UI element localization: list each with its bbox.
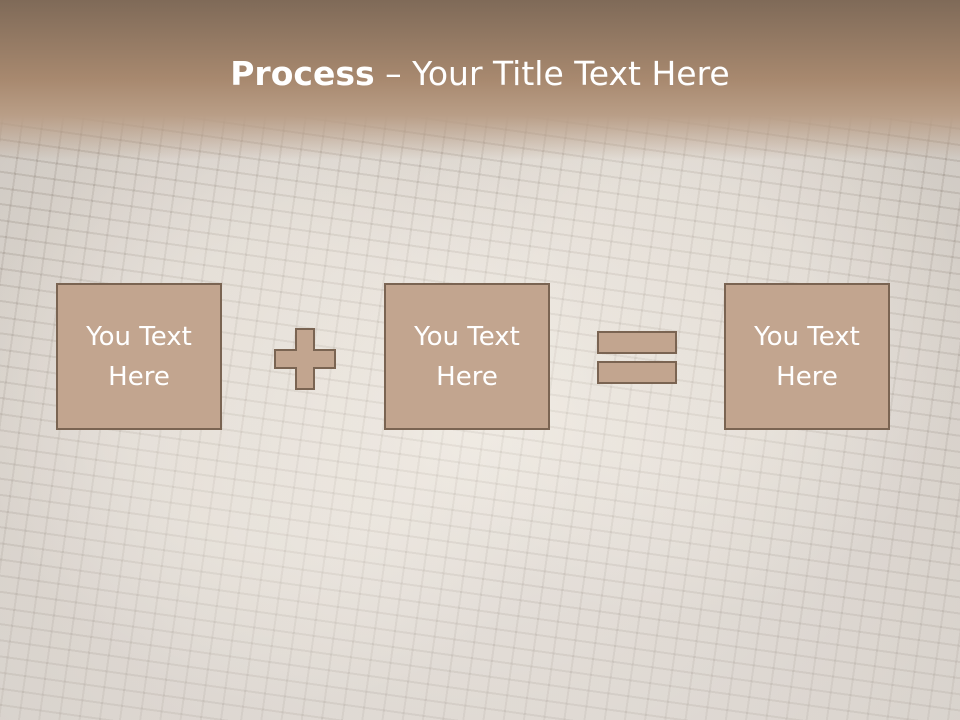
box-3-line-2: Here xyxy=(776,361,838,392)
box-2-line-1: You Text xyxy=(414,321,520,352)
title-band xyxy=(0,0,960,160)
plus-icon xyxy=(274,328,336,390)
box-1-line-1: You Text xyxy=(86,321,192,352)
process-box-3: You Text Here xyxy=(724,283,890,430)
title-rest: Your Title Text Here xyxy=(412,54,730,93)
box-2-line-2: Here xyxy=(436,361,498,392)
slide-title: Process – Your Title Text Here xyxy=(0,54,960,94)
title-dash: – xyxy=(374,54,413,93)
process-box-2: You Text Here xyxy=(384,283,550,430)
title-bold: Process xyxy=(230,54,375,93)
process-box-1: You Text Here xyxy=(56,283,222,430)
box-1-line-2: Here xyxy=(108,361,170,392)
box-3-line-1: You Text xyxy=(754,321,860,352)
equals-icon xyxy=(597,331,677,384)
